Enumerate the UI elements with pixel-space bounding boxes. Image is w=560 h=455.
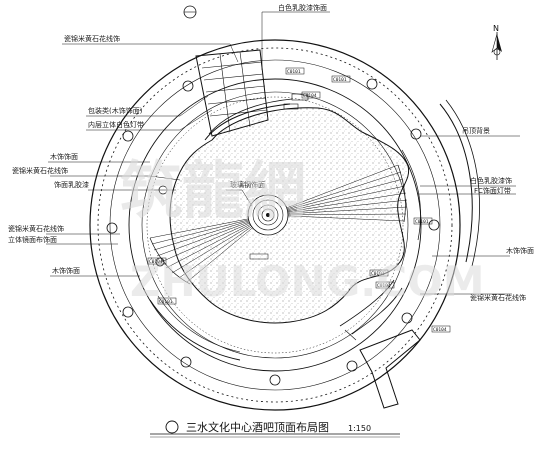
light-marker	[410, 128, 422, 140]
label-top-center: 白色乳胶漆饰面	[278, 3, 327, 12]
north-letter: N	[493, 24, 499, 33]
center-rosette	[247, 194, 289, 236]
label-center: 玻璃钢饰面	[230, 180, 265, 189]
label-right-4: 木饰饰面	[506, 246, 534, 255]
tag-c0101: C0101	[415, 219, 429, 225]
light-marker	[269, 374, 281, 386]
right-curved-wall	[401, 99, 480, 267]
label-right-2: 白色乳胶漆饰	[470, 176, 512, 185]
central-dotted-ceiling	[169, 107, 410, 324]
tag-c0104: C0104	[303, 93, 317, 99]
tag-c0104: C0104	[377, 283, 391, 289]
leader-lines	[46, 11, 520, 438]
tag-c0101: C0101	[371, 271, 385, 277]
index-marker	[183, 5, 197, 19]
label-right-1: 吊顶背景	[462, 126, 490, 135]
tag-c0104: C0104	[149, 259, 163, 265]
light-marker	[180, 356, 192, 368]
annotation-labels: 瓷锦米黄石花线饰 白色乳胶漆饰面 包装类(木饰饰面) 内层立体白色灯带 吊顶背景…	[8, 3, 534, 302]
light-marker	[401, 312, 413, 324]
radial-fan-lines	[149, 164, 408, 285]
bar-counter	[339, 279, 421, 409]
drawing-title: 三水文化中心酒吧顶面布局图 1:150	[165, 420, 371, 434]
label-left-3: 内层立体白色灯带	[88, 120, 144, 129]
light-marker	[428, 219, 440, 231]
tag-c0104: C0104	[433, 327, 447, 333]
light-marker	[106, 222, 118, 234]
label-top-left-1: 瓷锦米黄石花线饰	[64, 34, 120, 43]
bottom-left-arc	[149, 295, 241, 361]
title-text: 三水文化中心酒吧顶面布局图	[186, 420, 329, 434]
light-marker	[366, 78, 378, 90]
label-left-2: 包装类(木饰饰面)	[88, 106, 143, 115]
tag-c0104: C0104	[251, 254, 265, 260]
watermark: 筑龍網 ZHULONG.COM	[120, 154, 485, 306]
label-right-5: 瓷锦米黄石花线饰	[470, 293, 526, 302]
light-marker	[182, 80, 194, 92]
label-left-5: 瓷锦米黄石花线饰	[12, 166, 68, 175]
light-marker	[346, 360, 358, 372]
label-left-6: 饰面乳胶漆	[54, 180, 89, 189]
watermark-cn: 筑龍網	[120, 154, 306, 227]
watermark-en: ZHULONG.COM	[130, 257, 485, 306]
title-scale: 1:150	[348, 424, 371, 433]
outer-rings	[89, 39, 461, 411]
light-marker	[122, 306, 134, 318]
section-tags: C0101 C0104 C0101 C0104 C0101 C0101 C010…	[147, 67, 451, 333]
label-right-3: FC饰面灯带	[474, 186, 511, 195]
north-arrow: N	[491, 24, 502, 60]
tag-c0101: C0101	[287, 69, 301, 75]
label-left-9: 木饰饰面	[52, 266, 80, 275]
tag-c0101: C0101	[159, 299, 173, 305]
label-left-7: 瓷锦米黄石花线饰	[8, 224, 64, 233]
light-marker	[122, 130, 134, 142]
tag-c0101: C0101	[333, 77, 347, 83]
label-left-4: 木饰饰面	[50, 152, 78, 161]
label-left-8: 立体镜面布饰面	[8, 235, 57, 244]
